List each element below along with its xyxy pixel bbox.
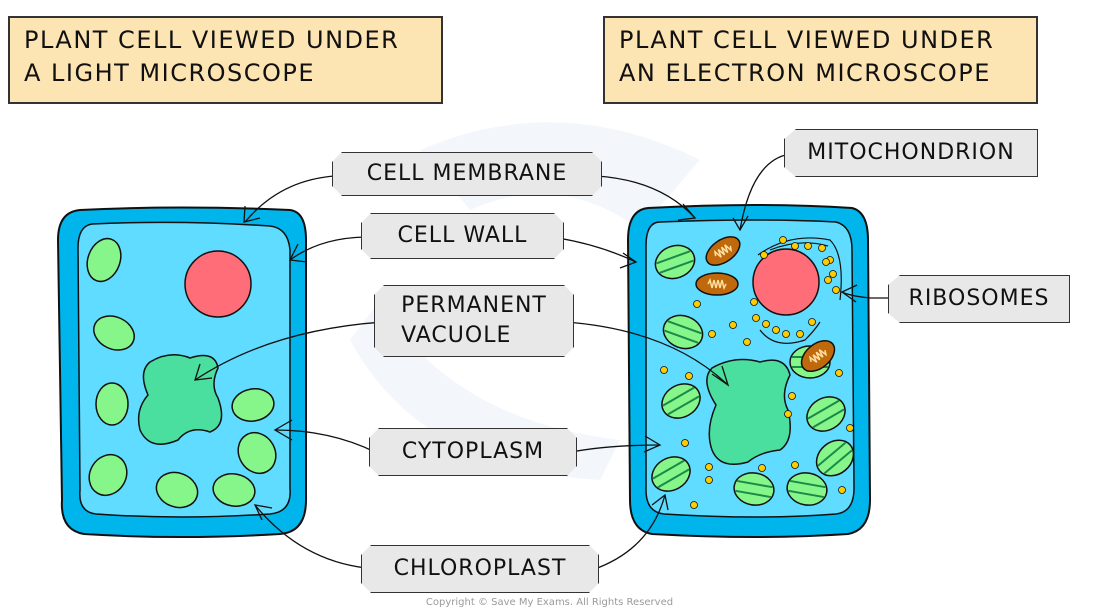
ribosome bbox=[705, 463, 713, 471]
mitochondrion bbox=[695, 272, 739, 296]
arrow-cell-wall-left bbox=[289, 236, 366, 261]
chloroplast bbox=[93, 315, 135, 351]
ribosome bbox=[846, 424, 854, 432]
ribosome bbox=[788, 392, 796, 400]
label-mitochondrion: MITOCHONDRION bbox=[784, 129, 1038, 177]
ribosome bbox=[708, 330, 716, 338]
chloroplast bbox=[86, 237, 122, 283]
ribosome bbox=[824, 276, 832, 284]
chloroplasts bbox=[651, 244, 855, 506]
ribosome bbox=[685, 372, 693, 380]
arrow-cell-membrane-left bbox=[244, 175, 336, 223]
arrow-vacuole-left bbox=[194, 321, 384, 381]
chloroplast bbox=[815, 439, 855, 477]
ribosome bbox=[752, 314, 760, 322]
ribosome bbox=[784, 410, 792, 418]
electron-microscope-title: PLANT CELL VIEWED UNDER AN ELECTRON MICR… bbox=[603, 16, 1038, 104]
ribosome bbox=[782, 330, 790, 338]
ribosome bbox=[838, 486, 846, 494]
ribosome bbox=[760, 251, 768, 259]
arrowheads bbox=[194, 203, 858, 521]
chloroplast bbox=[237, 431, 277, 475]
chloroplast bbox=[95, 382, 129, 426]
title-line-2: AN ELECTRON MICROSCOPE bbox=[619, 59, 991, 87]
chloroplast bbox=[733, 472, 775, 506]
title-line-2: A LIGHT MICROSCOPE bbox=[24, 59, 316, 87]
ribosome bbox=[743, 338, 751, 346]
ribosome bbox=[791, 461, 799, 469]
arrow-cell-wall-right bbox=[557, 237, 637, 263]
ribosome bbox=[791, 242, 799, 250]
light-microscope-cell bbox=[56, 206, 307, 538]
ribosome bbox=[829, 270, 837, 278]
ribosome bbox=[822, 258, 830, 266]
arrow-vacuole-right bbox=[565, 321, 729, 386]
nucleus bbox=[752, 248, 820, 316]
arrow-chloroplast-left bbox=[254, 504, 367, 569]
ribosome bbox=[779, 236, 787, 244]
ribosome bbox=[772, 326, 780, 334]
ribosomes bbox=[750, 236, 840, 338]
permanent-vacuole bbox=[137, 354, 223, 445]
arrow-cell-membrane-right bbox=[595, 175, 696, 219]
label-ribosomes: RIBOSOMES bbox=[888, 275, 1070, 323]
label-cell-wall: CELL WALL bbox=[361, 213, 564, 259]
chloroplast bbox=[654, 244, 696, 280]
arrow-cytoplasm-left bbox=[274, 429, 376, 453]
chloroplast bbox=[231, 388, 275, 422]
light-microscope-title: PLANT CELL VIEWED UNDER A LIGHT MICROSCO… bbox=[8, 16, 443, 104]
chloroplast bbox=[806, 396, 846, 432]
chloroplast bbox=[661, 383, 701, 419]
arrow-cytoplasm-right bbox=[570, 444, 661, 453]
label-cell-membrane: CELL MEMBRANE bbox=[332, 152, 602, 196]
ribosome bbox=[808, 318, 816, 326]
ribosome bbox=[762, 320, 770, 328]
permanent-vacuole bbox=[706, 358, 791, 465]
mitochondria bbox=[695, 236, 836, 373]
ribosome bbox=[660, 366, 668, 374]
copyright-notice: Copyright © Save My Exams. All Rights Re… bbox=[425, 597, 674, 608]
ribosome bbox=[832, 286, 840, 294]
chloroplast bbox=[662, 314, 704, 350]
ribosome bbox=[681, 439, 689, 447]
chloroplast bbox=[155, 471, 199, 509]
chloroplast bbox=[651, 456, 691, 492]
label-cytoplasm: CYTOPLASM bbox=[369, 428, 577, 476]
ribosome bbox=[750, 298, 758, 306]
ribosome bbox=[818, 244, 826, 252]
ribosome bbox=[804, 242, 812, 250]
mitochondrion bbox=[800, 339, 836, 373]
chloroplast bbox=[212, 473, 256, 507]
ribosome bbox=[835, 369, 843, 377]
nucleus bbox=[184, 250, 252, 318]
label-chloroplast: CHLOROPLAST bbox=[361, 545, 599, 593]
arrow-mitochondrion bbox=[739, 153, 791, 231]
arrow-chloroplast-right bbox=[591, 494, 666, 571]
electron-microscope-cell bbox=[626, 204, 872, 538]
chloroplast bbox=[786, 472, 828, 506]
title-line-1: PLANT CELL VIEWED UNDER bbox=[619, 26, 995, 54]
ribosome bbox=[729, 321, 737, 329]
label-permanent-vacuole: PERMANENT VACUOLE bbox=[374, 285, 574, 357]
mitochondrion bbox=[705, 236, 741, 266]
ribosome bbox=[796, 330, 804, 338]
ribosome bbox=[758, 464, 766, 472]
chloroplast bbox=[88, 453, 128, 497]
ribosome bbox=[693, 300, 701, 308]
ribosome bbox=[705, 476, 713, 484]
title-line-1: PLANT CELL VIEWED UNDER bbox=[24, 26, 400, 54]
chloroplasts bbox=[86, 237, 277, 509]
ribosome bbox=[690, 501, 698, 509]
free-ribosomes bbox=[660, 300, 854, 509]
